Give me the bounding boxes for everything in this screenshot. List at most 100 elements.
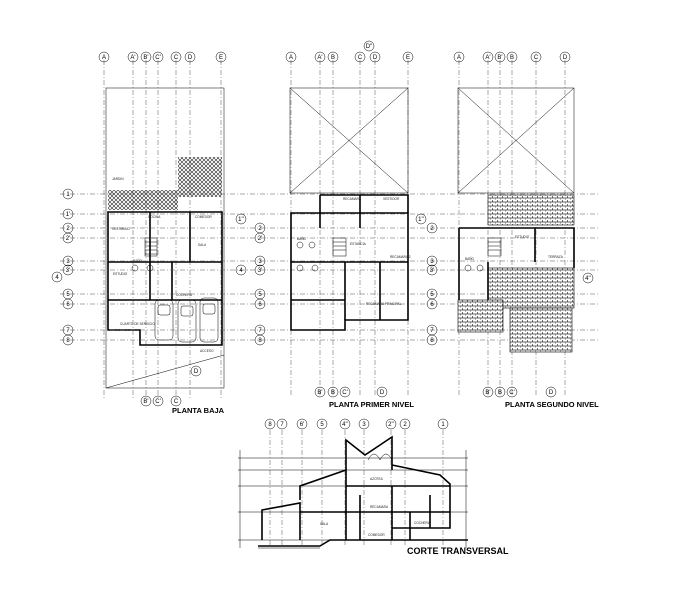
axis-label: 1 — [441, 422, 445, 428]
axis-label: C' — [342, 390, 347, 396]
room-label: ESTUDIO — [113, 272, 128, 276]
axis-label: D'' — [366, 44, 373, 50]
axis-label: E — [406, 55, 410, 61]
axis-label: 8 — [258, 338, 262, 344]
room-label: ESTUDIO — [515, 235, 530, 239]
top-axis-bubbles-primer: A A' B C D D'' E — [285, 40, 414, 63]
axis-label: C — [358, 55, 363, 61]
axis-label: 6 — [430, 302, 434, 308]
axis-label: B' — [485, 390, 490, 396]
room-label: BAÑO — [133, 258, 143, 263]
axis-label: 2' — [66, 236, 70, 242]
axis-label: B — [498, 390, 502, 396]
room-label: CUARTO DE SERVICIO — [120, 322, 155, 326]
axis-label: B — [510, 55, 514, 61]
axis-label: E — [219, 55, 223, 61]
plan-segundo-nivel: ESTUDIO BAÑO TERRAZA A A' B' B C D B' B … — [453, 51, 599, 409]
roof-tiles-lower-right — [509, 307, 573, 353]
axis-label: 3 — [430, 259, 434, 265]
axis-label: B — [331, 390, 335, 396]
axis-label: A' — [485, 55, 490, 61]
axis-label: B' — [143, 55, 148, 61]
axis-label: C — [174, 55, 179, 61]
room-label: COCHERA — [176, 293, 193, 297]
axis-label: 2'' — [388, 422, 394, 428]
axis-label: 3 — [258, 259, 262, 265]
room-label: BAÑO — [465, 256, 475, 261]
axis-label: D — [549, 390, 554, 396]
bottom-axis-bubbles-primer: B' B C' D — [314, 386, 388, 398]
axis-label: 4 — [55, 275, 59, 281]
axis-label: 7 — [258, 328, 262, 334]
axis-label: C' — [155, 55, 160, 61]
axis-label: 1 — [66, 192, 70, 198]
axis-label: 3 — [66, 259, 70, 265]
room-label: ACCESO — [200, 349, 214, 353]
axis-label: 5 — [430, 292, 434, 298]
axis-label: 2 — [258, 226, 262, 232]
room-label: SALA — [198, 243, 207, 247]
axis-label: C' — [509, 390, 514, 396]
roof-below-segundo — [457, 87, 575, 194]
axis-label: 5 — [258, 292, 262, 298]
stairs-baja — [144, 237, 158, 257]
axis-label: B' — [497, 55, 502, 61]
axis-label: 2 — [430, 226, 434, 232]
room-label: TERRAZA — [548, 255, 564, 259]
title-planta-baja: PLANTA BAJA — [172, 406, 225, 415]
axis-label: A — [457, 55, 461, 61]
room-label: COCINA — [148, 215, 161, 219]
axis-label: 6 — [66, 302, 70, 308]
garden-hatch-2 — [178, 157, 222, 197]
row-bubbles-mid-right: 1'' 2 3 3' 5 6 7 8 4'' — [415, 213, 594, 346]
top-axis-bubbles-baja: A A' B' C' C D E — [98, 51, 227, 63]
stairs-segundo — [487, 237, 502, 257]
axis-label: 7 — [280, 422, 284, 428]
axis-label: A' — [317, 55, 322, 61]
title-planta-primer-nivel: PLANTA PRIMER NIVEL — [329, 400, 414, 409]
axis-label: 4'' — [342, 422, 348, 428]
room-label: COMEDOR — [368, 533, 385, 537]
room-label: ESTANCIA — [350, 242, 367, 246]
title-planta-segundo-nivel: PLANTA SEGUNDO NIVEL — [505, 400, 599, 409]
axis-label: 3' — [66, 268, 70, 274]
axis-label: C — [174, 399, 179, 405]
room-label: VESTIDOR — [383, 197, 400, 201]
axis-label: 5 — [66, 292, 70, 298]
room-label: SALA — [320, 522, 329, 526]
axis-label: 7 — [66, 328, 70, 334]
room-label: RECAMARA 2 — [390, 255, 411, 259]
garden-hatch-1 — [108, 190, 178, 210]
garage-cars — [154, 297, 219, 343]
axis-label: 8 — [430, 338, 434, 344]
axis-label: 1'' — [238, 217, 244, 223]
room-label: AZOTEA — [370, 477, 384, 481]
axis-label: 2 — [403, 422, 407, 428]
axis-label: 3 — [362, 422, 366, 428]
axis-label: C — [534, 55, 539, 61]
axis-label: B — [331, 55, 335, 61]
axis-label: D — [380, 390, 385, 396]
section-axis-grid — [269, 430, 444, 545]
axis-label: C' — [155, 399, 160, 405]
axis-label: D — [194, 369, 199, 375]
axis-label: A — [289, 55, 293, 61]
axis-label: B' — [143, 399, 148, 405]
bottom-axis-bubbles-baja: B' C' C D — [140, 365, 202, 407]
section-corte-transversal: AZOTEA RECAMARA SALA COMEDOR COCHERA 8 7… — [238, 418, 509, 556]
stairs-primer — [332, 237, 347, 257]
axis-label: 4'' — [585, 276, 591, 282]
axis-label: 7 — [430, 328, 434, 334]
axis-label: 5 — [320, 422, 324, 428]
axis-label: B' — [317, 390, 322, 396]
axis-label: 8 — [268, 422, 272, 428]
room-label: COCHERA — [414, 521, 431, 525]
bottom-axis-bubbles-segundo: B' B C' D — [482, 386, 557, 398]
axis-grid-baja — [103, 60, 222, 400]
axis-label: 2' — [258, 236, 262, 242]
axis-label: 3' — [430, 268, 434, 274]
row-bubbles-left: 1 1' 2 2' 3 3' 4 5 6 7 8 — [51, 188, 74, 346]
section-axis-bubbles: 8 7 6' 5 4'' 3 2'' 2 1 — [264, 418, 449, 430]
axis-label: D — [563, 55, 568, 61]
